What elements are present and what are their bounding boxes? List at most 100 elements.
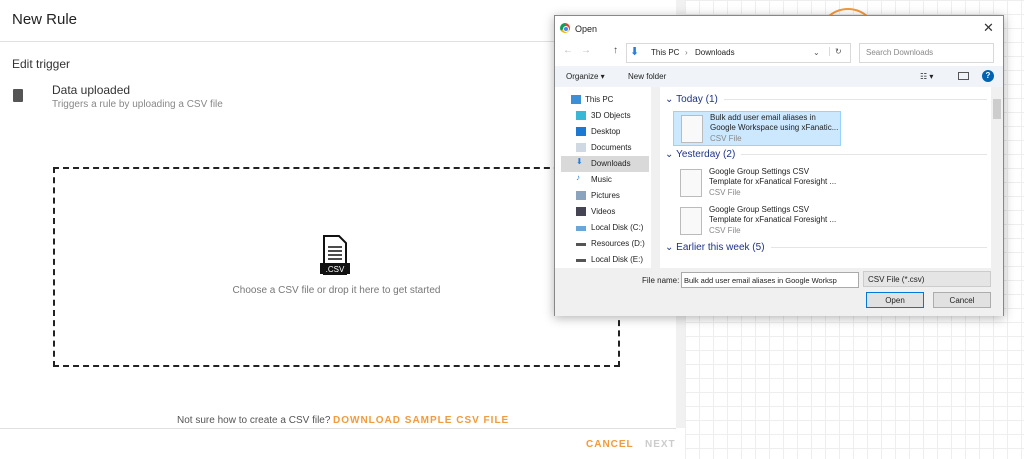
nav-label: Pictures (591, 191, 620, 200)
file-name-input[interactable]: Bulk add user email aliases in Google Wo… (681, 272, 859, 288)
help-icon[interactable]: ? (982, 70, 994, 82)
chevron-down-icon[interactable]: ⌄ (813, 48, 820, 57)
divider (770, 247, 987, 248)
chevron-down-icon: ⌄ (665, 149, 677, 160)
drive-icon (576, 259, 586, 262)
group-header[interactable]: ⌄ Earlier this week (5) (665, 242, 987, 253)
group-header[interactable]: ⌄ Yesterday (2) (665, 149, 987, 160)
videos-icon (576, 207, 586, 216)
breadcrumb-downloads[interactable]: Downloads (695, 48, 735, 57)
file-upload-icon (13, 89, 23, 102)
drive-icon (576, 226, 586, 231)
downloads-icon: ⬇ (630, 46, 640, 58)
nav-downloads[interactable]: ⬇ Downloads (561, 156, 649, 172)
nav-label: This PC (585, 95, 614, 104)
file-name-label: File name: (642, 276, 680, 285)
search-input[interactable]: Search Downloads (859, 43, 994, 63)
file-name: Bulk add user email aliases in (710, 113, 816, 122)
close-icon[interactable]: ✕ (983, 20, 994, 35)
help-text: Not sure how to create a CSV file? (177, 415, 331, 426)
file-icon (680, 207, 702, 235)
divider (741, 154, 987, 155)
drive-icon (576, 243, 586, 246)
preview-pane-icon[interactable] (958, 72, 969, 80)
view-options-icon[interactable]: ☷ ▾ (920, 72, 934, 81)
navigation-pane: This PC 3D Objects Desktop Documents ⬇ Do… (555, 87, 651, 268)
file-type-select[interactable]: CSV File (*.csv) (863, 271, 991, 287)
download-sample-link[interactable]: DOWNLOAD SAMPLE CSV FILE (333, 415, 510, 426)
nav-label: Desktop (591, 127, 621, 136)
page-title: New Rule (12, 11, 78, 28)
file-name: Template for xFanatical Foresight ... (709, 215, 837, 224)
divider (0, 428, 676, 429)
file-type: CSV File (709, 226, 741, 235)
trigger-title: Data uploaded (52, 83, 131, 97)
nav-3d-objects[interactable]: 3D Objects (561, 108, 649, 124)
up-icon[interactable]: ↑ (613, 45, 618, 56)
music-icon: ♪ (576, 173, 580, 182)
next-button[interactable]: NEXT (645, 439, 676, 450)
open-button[interactable]: Open (866, 292, 924, 308)
nav-label: Local Disk (E:) (591, 255, 644, 264)
nav-label: Music (591, 175, 612, 184)
nav-label: Videos (591, 207, 616, 216)
address-bar[interactable]: ⬇ This PC › Downloads ⌄ ↻ (626, 43, 851, 63)
svg-text:.CSV: .CSV (326, 265, 345, 274)
cancel-button[interactable]: CANCEL (586, 439, 634, 450)
nav-pictures[interactable]: Pictures (561, 188, 649, 204)
nav-label: Resources (D:) (591, 239, 645, 248)
section-heading: Edit trigger (12, 57, 71, 71)
group-label: Earlier this week (5) (676, 242, 765, 253)
file-list: ⌄ Today (1) Bulk add user email aliases … (661, 87, 991, 268)
toolbar: Organize ▾ New folder ☷ ▾ ? (555, 66, 1003, 87)
file-type: CSV File (710, 134, 742, 143)
file-icon (681, 115, 703, 143)
dialog-footer: File name: Bulk add user email aliases i… (555, 268, 1003, 316)
scrollbar-thumb[interactable] (993, 99, 1001, 119)
file-type: CSV File (709, 188, 741, 197)
chrome-icon (560, 23, 570, 33)
file-icon (680, 169, 702, 197)
dropzone-text: Choose a CSV file or drop it here to get… (232, 285, 441, 296)
desktop-icon (576, 127, 586, 136)
nav-local-disk-e[interactable]: Local Disk (E:) (561, 252, 649, 268)
nav-label: Local Disk (C:) (591, 223, 644, 232)
nav-label: 3D Objects (591, 111, 631, 120)
nav-this-pc[interactable]: This PC (561, 92, 649, 108)
nav-resources-d[interactable]: Resources (D:) (561, 236, 649, 252)
csv-dropzone[interactable]: .CSV Choose a CSV file or drop it here t… (53, 167, 620, 367)
file-name: Google Group Settings CSV (709, 167, 810, 176)
nav-local-disk-c[interactable]: Local Disk (C:) (561, 220, 649, 236)
chevron-down-icon: ⌄ (665, 242, 677, 253)
nav-music[interactable]: ♪ Music (561, 172, 649, 188)
dialog-cancel-button[interactable]: Cancel (933, 292, 991, 308)
divider (0, 41, 676, 42)
group-label: Yesterday (2) (676, 149, 736, 160)
downloads-icon: ⬇ (576, 157, 583, 166)
breadcrumb-this-pc[interactable]: This PC (651, 48, 680, 57)
organize-button[interactable]: Organize ▾ (566, 72, 605, 81)
nav-documents[interactable]: Documents (561, 140, 649, 156)
nav-scrollbar[interactable] (651, 87, 660, 268)
csv-file-icon: .CSV (320, 235, 350, 275)
computer-icon (571, 95, 581, 104)
refresh-icon[interactable]: ↻ (829, 47, 842, 56)
nav-desktop[interactable]: Desktop (561, 124, 649, 140)
nav-videos[interactable]: Videos (561, 204, 649, 220)
forward-icon[interactable]: → (581, 45, 591, 56)
documents-icon (576, 143, 586, 152)
pictures-icon (576, 191, 586, 200)
group-header[interactable]: ⌄ Today (1) (665, 94, 987, 105)
nav-label: Documents (591, 143, 632, 152)
file-name: Google Group Settings CSV (709, 205, 810, 214)
divider (723, 99, 987, 100)
group-label: Today (1) (676, 94, 718, 105)
nav-label: Downloads (591, 159, 631, 168)
trigger-subtitle: Triggers a rule by uploading a CSV file (52, 99, 223, 110)
back-icon[interactable]: ← (563, 45, 573, 56)
new-folder-button[interactable]: New folder (628, 72, 667, 81)
file-list-scrollbar[interactable] (991, 87, 1003, 268)
